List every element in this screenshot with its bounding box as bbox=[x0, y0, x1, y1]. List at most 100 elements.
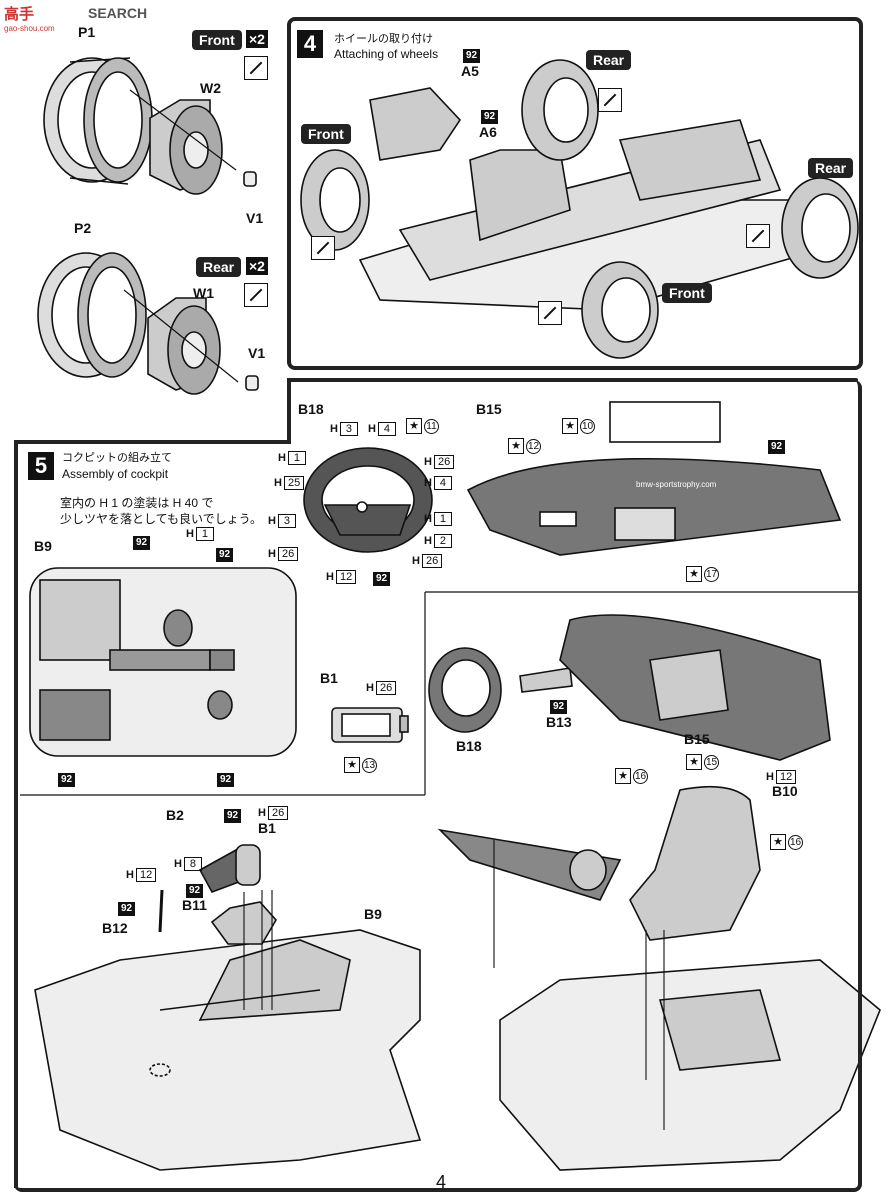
cut-icon bbox=[598, 88, 622, 112]
decal-13: ★13 bbox=[344, 757, 377, 773]
tag-front-left: Front bbox=[192, 30, 242, 50]
wheel-rear-right-drawing bbox=[781, 177, 859, 279]
tub-left-drawing bbox=[34, 844, 422, 1171]
step5-step-border bbox=[14, 440, 290, 444]
wheel-front-bottom-drawing bbox=[581, 261, 659, 359]
tag-rear-right: Rear bbox=[808, 158, 854, 178]
paint-code-b9-4: 92 bbox=[217, 773, 235, 787]
label-b18: B18 bbox=[298, 401, 324, 417]
paint-code-b13: 92 bbox=[550, 700, 568, 714]
paint-code-b2: 92 bbox=[224, 809, 242, 823]
label-b2: B2 bbox=[166, 807, 184, 823]
wheel-front-left-drawing bbox=[300, 149, 370, 251]
cut-icon bbox=[244, 56, 268, 80]
label-assy-b18: B18 bbox=[456, 738, 482, 754]
step4-number: 4 bbox=[297, 30, 323, 58]
cut-icon bbox=[244, 283, 268, 307]
label-b1: B1 bbox=[320, 670, 338, 686]
tag-rear-top: Rear bbox=[586, 50, 632, 70]
part-b1-drawing bbox=[331, 707, 409, 743]
qty-x2-a: ×2 bbox=[246, 30, 268, 48]
label-a6: A6 bbox=[479, 124, 497, 140]
label-b13: B13 bbox=[546, 714, 572, 730]
label-p2: P2 bbox=[74, 220, 92, 236]
label-b11: B11 bbox=[182, 897, 207, 913]
label-b9: B9 bbox=[34, 538, 52, 554]
label-b12: B12 bbox=[102, 920, 128, 936]
label-b10: B10 bbox=[772, 783, 798, 799]
paint-code-a5: 92 bbox=[463, 49, 481, 63]
paint-code-b11: 92 bbox=[186, 884, 204, 898]
label-assy-b15: B15 bbox=[684, 731, 710, 747]
paint-code-b9-1: 92 bbox=[133, 536, 151, 550]
dashboard-url-text: bmw-sportstrophy.com bbox=[636, 480, 717, 489]
paint-code-b18: 92 bbox=[373, 572, 391, 586]
label-w2: W2 bbox=[200, 80, 221, 96]
label-b15: B15 bbox=[476, 401, 502, 417]
watermark-url: gao-shou.com bbox=[4, 24, 55, 33]
tag-rear-left: Rear bbox=[196, 257, 242, 277]
cut-icon bbox=[538, 301, 562, 325]
wheel-w2-drawing bbox=[149, 99, 223, 195]
decal-16-b: ★16 bbox=[770, 834, 803, 850]
step5-title-jp: コクピットの組み立て bbox=[62, 452, 172, 464]
decal-16-a: ★16 bbox=[615, 768, 648, 784]
paint-code-a6: 92 bbox=[481, 110, 499, 124]
step5-panel bbox=[14, 380, 862, 1192]
tire-p1-drawing bbox=[43, 57, 153, 185]
tub-right-drawing bbox=[437, 828, 881, 1171]
step5-number: 5 bbox=[28, 452, 54, 480]
tag-front-step4-left: Front bbox=[301, 124, 351, 144]
tire-p2-drawing bbox=[37, 252, 147, 378]
cut-icon bbox=[311, 236, 335, 260]
decal-11: ★11 bbox=[406, 418, 439, 434]
watermark-search: SEARCH bbox=[88, 5, 148, 21]
step4-panel bbox=[287, 17, 863, 370]
step5-title-en: Assembly of cockpit bbox=[62, 467, 169, 481]
paint-code-b12: 92 bbox=[118, 902, 136, 916]
page-number: 4 bbox=[436, 1172, 447, 1192]
decal-17: ★17 bbox=[686, 566, 719, 582]
label-w1: W1 bbox=[193, 285, 214, 301]
assembly-steering-drawing bbox=[428, 614, 831, 761]
qty-x2-b: ×2 bbox=[246, 257, 268, 275]
decal-12: ★12 bbox=[508, 438, 541, 454]
cut-icon bbox=[746, 224, 770, 248]
step4-title-jp: ホイールの取り付け bbox=[334, 33, 433, 45]
chassis-drawing bbox=[358, 87, 822, 311]
step5-left-border bbox=[14, 440, 18, 1188]
watermark-logo: 高手 bbox=[4, 6, 35, 23]
steering-wheel-b18-drawing bbox=[303, 447, 433, 553]
paint-code-b15: 92 bbox=[768, 440, 786, 454]
label-v1-b: V1 bbox=[248, 345, 266, 361]
step5-note-line2: 少しツヤを落としても良いでしょう。 bbox=[60, 512, 262, 526]
tag-front-bottom: Front bbox=[662, 283, 712, 303]
decal-10: ★10 bbox=[562, 418, 595, 434]
label-a5: A5 bbox=[461, 63, 479, 79]
step4-title-en: Attaching of wheels bbox=[334, 47, 439, 61]
step5-note-line1: 室内の H 1 の塗装は H 40 で bbox=[60, 496, 214, 510]
paint-code-b9-2: 92 bbox=[216, 548, 234, 562]
label-p1: P1 bbox=[78, 24, 96, 40]
dashboard-b15-drawing bbox=[466, 401, 842, 556]
step5-top-border bbox=[287, 378, 858, 382]
label-b9b: B9 bbox=[364, 906, 382, 922]
wheel-rear-top-drawing bbox=[521, 59, 599, 161]
